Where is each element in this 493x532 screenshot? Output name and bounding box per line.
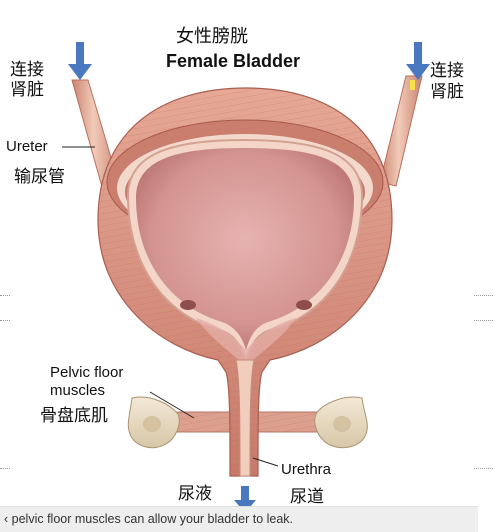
pelvic-floor-label-line2: muscles	[50, 382, 106, 399]
right-dotted-guide-1	[474, 295, 493, 296]
caption-text: ‹ pelvic floor muscles can allow your bl…	[4, 512, 294, 526]
connect-kidney-right-line1: 连接	[430, 61, 464, 81]
left-down-arrow-icon	[68, 42, 92, 80]
urethra	[235, 359, 255, 477]
left-dotted-guide-3	[0, 468, 10, 469]
right-ureteral-opening	[296, 300, 312, 310]
right-pelvic-bone	[314, 396, 368, 449]
pelvic-floor-label-chinese: 骨盘底肌	[40, 406, 108, 426]
connect-kidney-left-line1: 连接	[10, 60, 44, 80]
title-chinese: 女性膀胱	[176, 26, 248, 47]
connect-kidney-left-line2: 肾脏	[10, 80, 44, 100]
right-ureter	[379, 75, 423, 187]
ureter-label-chinese: 输尿管	[14, 167, 65, 187]
bladder-cavity	[126, 138, 364, 366]
leader-lines	[62, 146, 279, 467]
caption-bar: ‹ pelvic floor muscles can allow your bl…	[0, 506, 478, 532]
urine-label-chinese: 尿液	[178, 484, 212, 504]
right-dotted-guide-3	[474, 468, 493, 469]
left-dotted-guide-2	[0, 320, 10, 321]
left-pelvic-bone	[127, 396, 180, 449]
left-ureteral-opening	[180, 300, 196, 310]
title-english: Female Bladder	[166, 51, 301, 71]
urethra-label-chinese: 尿道	[290, 487, 324, 507]
urethra-leader-line	[252, 457, 279, 467]
connect-kidney-right-line2: 肾脏	[430, 82, 464, 102]
left-dotted-guide-1	[0, 295, 10, 296]
urethra-label-english: Urethra	[281, 461, 332, 478]
right-down-arrow-icon	[406, 42, 430, 80]
right-dotted-guide-2	[474, 320, 493, 321]
ureter-label-english: Ureter	[6, 138, 48, 155]
pelvic-floor-label-line1: Pelvic floor	[50, 364, 124, 381]
pelvic-muscle-leader-line	[149, 391, 195, 419]
